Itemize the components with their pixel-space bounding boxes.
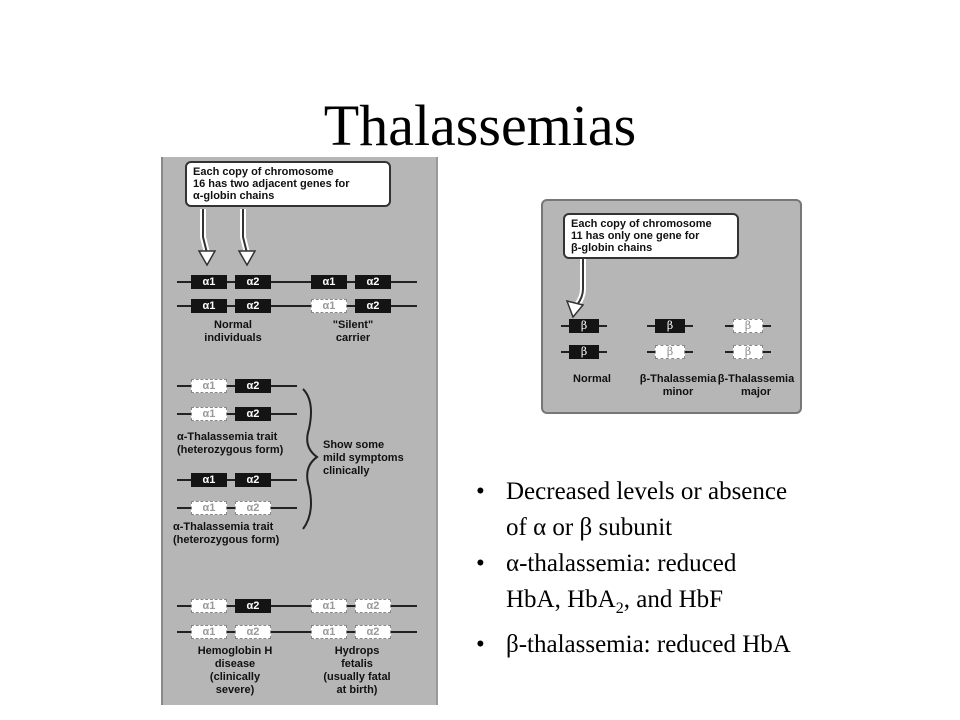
beta-arrow <box>565 259 586 319</box>
gene-deleted: α2 <box>235 501 271 515</box>
bullet-2-line-1: α-thalassemia: reduced <box>506 550 737 577</box>
bullet-dot: • <box>476 478 485 505</box>
gene-present: α1 <box>191 473 227 487</box>
alpha-gene-pair-normal-row-1: α1 α2 <box>177 275 297 289</box>
beta-callout: Each copy of chromosome 11 has only one … <box>563 213 739 259</box>
bullet-3: • β-thalassemia: reduced HbA <box>472 627 942 663</box>
alpha-gene-pair-hydrops-row-2: α1 α2 <box>297 625 417 639</box>
gene-present: α2 <box>235 407 271 421</box>
beta-gene-minor: β <box>647 319 693 333</box>
gene-deleted: α1 <box>191 599 227 613</box>
arrow-head-icon <box>237 250 257 267</box>
bullet-2-line-2-post: , and HbF <box>623 586 724 613</box>
gene-present: α2 <box>235 299 271 313</box>
alpha-arrows <box>197 209 319 530</box>
beta-caption-major: β-Thalassemia major <box>717 373 795 398</box>
alpha-gene-pair-trait-a-row-2: α1 α2 <box>177 407 297 421</box>
alpha-gene-pair-silent-row-2: α1 α2 <box>297 299 417 313</box>
gene-present: α1 <box>311 275 347 289</box>
alpha-gene-pair-trait-a-row-1: α1 α2 <box>177 379 297 393</box>
gene-present: β <box>569 345 599 359</box>
gene-deleted: α1 <box>311 299 347 313</box>
beta-gene-major: β <box>725 345 771 359</box>
gene-deleted: α1 <box>191 407 227 421</box>
alpha-gene-pair-normal-row-2: α1 α2 <box>177 299 297 313</box>
gene-deleted: α2 <box>355 625 391 639</box>
caption-mild-symptoms: Show some mild symptoms clinically <box>323 439 404 477</box>
bullet-2: • α-thalassemia: reduced <box>472 546 942 582</box>
alpha-gene-pair-hbh-row-1: α1 α2 <box>177 599 297 613</box>
gene-present: α2 <box>235 599 271 613</box>
gene-deleted: β <box>733 319 763 333</box>
alpha-gene-pair-hydrops-row-1: α1 α2 <box>297 599 417 613</box>
beta-gene-minor: β <box>647 345 693 359</box>
bullet-2-subscript: 2 <box>615 600 624 617</box>
gene-present: α2 <box>235 379 271 393</box>
beta-caption-minor: β-Thalassemia minor <box>639 373 717 398</box>
gene-deleted: α2 <box>355 599 391 613</box>
bullet-1: • Decreased levels or absence <box>472 474 942 510</box>
gene-present: α1 <box>191 275 227 289</box>
beta-caption-normal: Normal <box>573 373 611 385</box>
alpha-gene-pair-trait-b-row-1: α1 α2 <box>177 473 297 487</box>
alpha-callout: Each copy of chromosome 16 has two adjac… <box>185 161 391 207</box>
alpha-gene-pair-hbh-row-2: α1 α2 <box>177 625 297 639</box>
gene-deleted: α1 <box>311 599 347 613</box>
gene-present: α2 <box>235 275 271 289</box>
brace-icon <box>302 388 319 530</box>
arrow-head-icon <box>565 299 585 319</box>
bullet-dot: • <box>476 631 485 658</box>
gene-deleted: α1 <box>311 625 347 639</box>
caption-alpha-trait-1: α-Thalassemia trait (heterozygous form) <box>177 431 284 456</box>
caption-hydrops-fetalis: Hydrops fetalis (usually fatal at birth) <box>323 645 391 696</box>
slide-title: Thalassemias <box>323 93 637 158</box>
bullet-1-line-2: of α or β subunit <box>506 514 673 541</box>
gene-present: α1 <box>191 299 227 313</box>
gene-deleted: α1 <box>191 501 227 515</box>
gene-deleted: α1 <box>191 379 227 393</box>
gene-deleted: α2 <box>235 625 271 639</box>
arrow-head-icon <box>197 250 217 267</box>
caption-hemoglobin-h: Hemoglobin H disease (clinically severe) <box>197 645 273 696</box>
gene-deleted: β <box>655 345 685 359</box>
gene-present: α2 <box>235 473 271 487</box>
beta-gene-major: β <box>725 319 771 333</box>
beta-gene-normal: β <box>561 345 607 359</box>
gene-present: β <box>655 319 685 333</box>
bullet-dot: • <box>476 550 485 577</box>
gene-present: α2 <box>355 299 391 313</box>
bullet-1-continuation: of α or β subunit <box>472 510 942 546</box>
beta-globin-figure: Each copy of chromosome 11 has only one … <box>541 199 802 414</box>
alpha-globin-figure: Each copy of chromosome 16 has two adjac… <box>161 157 438 705</box>
bullet-2-line-2-pre: HbA, HbA <box>506 586 616 613</box>
gene-present: β <box>569 319 599 333</box>
gene-present: α2 <box>355 275 391 289</box>
alpha-gene-pair-silent-row-1: α1 α2 <box>297 275 417 289</box>
bullet-3-text: β-thalassemia: reduced HbA <box>506 631 791 658</box>
beta-gene-normal: β <box>561 319 607 333</box>
caption-normal: Normal individuals <box>204 319 262 344</box>
caption-silent-carrier: "Silent" carrier <box>332 319 374 344</box>
bullet-2-continuation: HbA, HbA2, and HbF <box>472 582 942 627</box>
caption-alpha-trait-2: α-Thalassemia trait (heterozygous form) <box>173 521 280 546</box>
gene-deleted: α1 <box>191 625 227 639</box>
bullet-1-line-1: Decreased levels or absence <box>506 478 788 505</box>
alpha-gene-pair-trait-b-row-2: α1 α2 <box>177 501 297 515</box>
bullet-list: • Decreased levels or absence of α or β … <box>472 474 942 663</box>
gene-deleted: β <box>733 345 763 359</box>
